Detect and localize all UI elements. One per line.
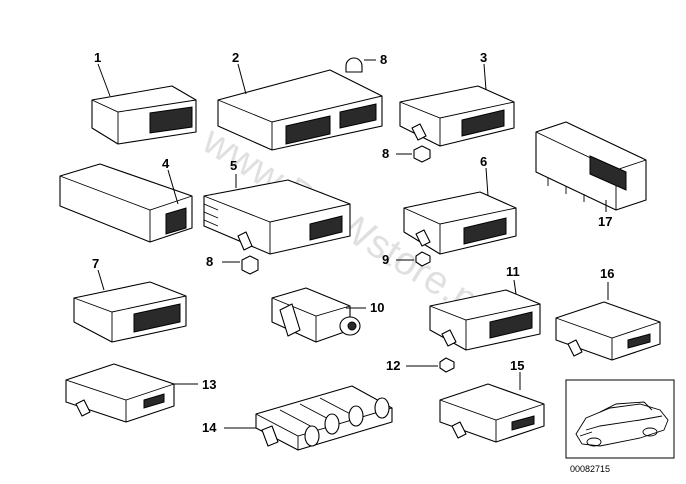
- control-unit-6[interactable]: [403, 191, 517, 255]
- callout-1: 1: [94, 50, 101, 65]
- callout-8-mid: 8: [382, 146, 389, 161]
- hex-nut-8-bottom[interactable]: [241, 255, 259, 275]
- leader-11: [513, 279, 517, 295]
- control-unit-11[interactable]: [429, 289, 541, 351]
- callout-15: 15: [510, 358, 524, 373]
- control-unit-4[interactable]: [59, 163, 193, 243]
- control-unit-1[interactable]: [91, 85, 197, 145]
- callout-10: 10: [370, 300, 384, 315]
- callout-13: 13: [202, 377, 216, 392]
- control-unit-7[interactable]: [73, 281, 187, 343]
- control-unit-5[interactable]: [203, 179, 351, 255]
- car-thumbnail: [565, 379, 675, 459]
- control-unit-15[interactable]: [439, 383, 545, 443]
- control-unit-16[interactable]: [555, 301, 661, 361]
- callout-12: 12: [386, 358, 400, 373]
- callout-2: 2: [232, 50, 239, 65]
- callout-5: 5: [230, 158, 237, 173]
- callout-7: 7: [92, 256, 99, 271]
- leader-6: [485, 167, 489, 197]
- relay-block-14[interactable]: [255, 385, 393, 451]
- control-unit-13[interactable]: [65, 363, 175, 423]
- relay-10[interactable]: [271, 287, 361, 343]
- callout-4: 4: [162, 156, 170, 171]
- callout-8-bottom: 8: [206, 254, 213, 269]
- callout-8-top: 8: [380, 52, 387, 67]
- leader-2: [237, 63, 247, 95]
- callout-9: 9: [382, 252, 389, 267]
- callout-6: 6: [480, 154, 487, 169]
- hex-nut-8-mid[interactable]: [413, 145, 431, 163]
- leader-1: [97, 63, 111, 97]
- hex-nut-8-top[interactable]: [345, 57, 363, 73]
- callout-11: 11: [506, 264, 520, 279]
- control-unit-2[interactable]: [217, 69, 383, 151]
- hex-nut-12[interactable]: [439, 357, 455, 373]
- control-unit-17[interactable]: [535, 121, 647, 211]
- diagram-code: 00082715: [570, 464, 610, 474]
- hex-nut-9[interactable]: [415, 251, 431, 267]
- leader-4: [167, 169, 179, 205]
- leader-3: [483, 63, 487, 91]
- callout-3: 3: [480, 50, 487, 65]
- callout-17: 17: [598, 214, 612, 229]
- control-unit-3[interactable]: [399, 85, 515, 147]
- callout-14: 14: [202, 420, 217, 435]
- leader-7: [97, 269, 105, 291]
- callout-16: 16: [600, 266, 614, 281]
